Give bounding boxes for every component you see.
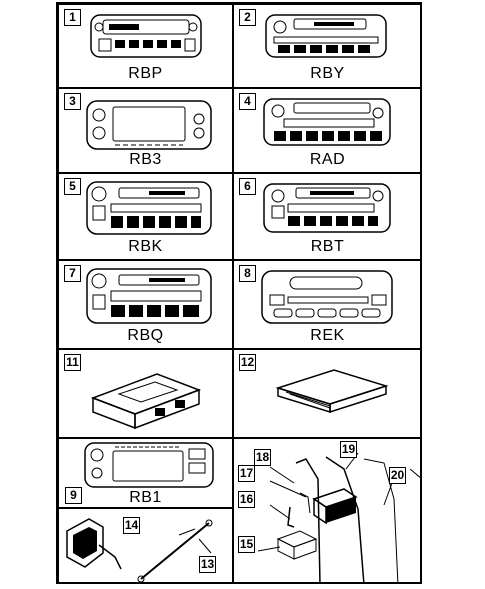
callout-number: 8: [239, 265, 256, 282]
radio-code-label: RB1: [129, 489, 162, 506]
radio-rby-illustration: [265, 14, 387, 58]
radio-rbq-illustration: [86, 268, 212, 324]
callout-number: 13: [199, 556, 216, 573]
panel-installation-view: 19 18 17 20 16 15: [233, 438, 422, 584]
panel-manual-12: 12: [233, 349, 422, 438]
panel-radio-rb3: 3 RB3: [58, 88, 233, 173]
radio-rbt-illustration: [263, 183, 391, 233]
radio-rbk-illustration: [86, 181, 212, 235]
radio-code-label: RBQ: [127, 327, 164, 344]
panel-radio-rbq: 7 RBQ: [58, 260, 233, 349]
callout-number: 11: [64, 354, 81, 371]
panel-radio-rbt: 6 RBT: [233, 173, 422, 260]
radio-code-label: RAD: [309, 151, 346, 168]
panel-antenna-parts: 14 13: [58, 508, 233, 584]
navigation-module-illustration: [90, 373, 202, 430]
callout-number: 14: [123, 517, 140, 534]
radio-code-label: RBY: [310, 65, 345, 82]
callout-number: 17: [238, 465, 255, 482]
antenna-cable-illustration: [66, 518, 213, 583]
callout-number: 5: [64, 178, 81, 195]
callout-number: 15: [238, 536, 255, 553]
callout-number: 16: [238, 491, 255, 508]
callout-number: 7: [64, 265, 81, 282]
callout-number: 4: [239, 93, 256, 110]
callout-number: 2: [239, 9, 256, 26]
callout-number: 9: [65, 487, 82, 504]
radio-rb3-illustration: [86, 100, 212, 150]
callout-number: 19: [340, 441, 357, 458]
callout-number: 18: [254, 449, 271, 466]
manual-book-illustration: [275, 369, 389, 414]
vehicle-installation-illustration: [257, 452, 421, 583]
callout-number: 12: [239, 354, 256, 371]
panel-radio-rby: 2 RBY: [233, 4, 422, 88]
panel-radio-rbk: 5 RBK: [58, 173, 233, 260]
panel-radio-rb1: 9 RB1: [58, 438, 233, 508]
radio-code-label: RBK: [128, 238, 163, 255]
radio-code-label: REK: [310, 327, 345, 344]
radio-code-label: RBT: [310, 238, 345, 255]
radio-rad-illustration: [263, 98, 391, 146]
callout-number: 3: [64, 93, 81, 110]
panel-radio-rek: 8 REK: [233, 260, 422, 349]
callout-number: 20: [389, 467, 406, 484]
radio-rbp-illustration: [90, 14, 202, 58]
radio-rek-illustration: [261, 270, 393, 324]
radio-code-label: RBP: [128, 65, 163, 82]
panel-radio-rad: 4 RAD: [233, 88, 422, 173]
radio-code-label: RB3: [129, 151, 162, 168]
callout-number: 6: [239, 178, 256, 195]
panel-module-11: 11: [58, 349, 233, 438]
radio-rb1-illustration: [84, 442, 214, 488]
parts-diagram-frame: 1 RBP 2 RBY 3: [56, 2, 422, 584]
panel-radio-rbp: 1 RBP: [58, 4, 233, 88]
callout-number: 1: [64, 9, 81, 26]
